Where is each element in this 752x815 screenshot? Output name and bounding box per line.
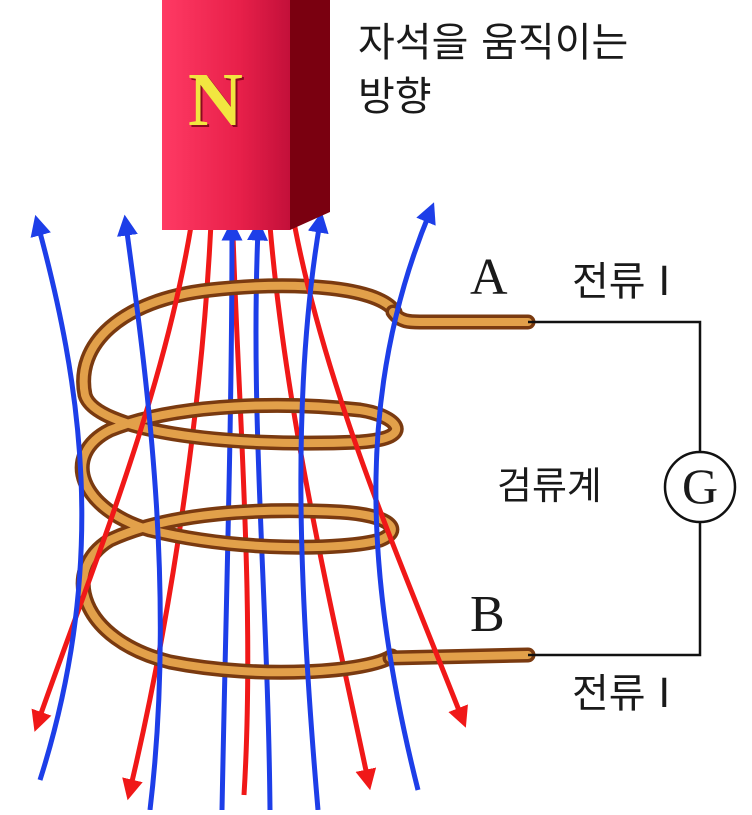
field-line-red	[31, 199, 198, 732]
field-line-red	[287, 199, 468, 728]
external-circuit	[528, 320, 737, 657]
magnet-pole-label: N	[188, 58, 243, 142]
field-line-blue	[298, 211, 329, 811]
coil-lead-b-highlight	[386, 651, 532, 662]
field-line-blue	[30, 214, 85, 781]
field-line-red	[229, 199, 251, 796]
galvanometer-caption: 검류계	[497, 464, 602, 508]
magnet-side-face	[290, 0, 330, 230]
current-label-bottom: 전류 I	[572, 671, 671, 717]
field-line-blue	[247, 219, 273, 811]
field-line-blue	[117, 214, 163, 811]
motion-direction-caption-line2: 방향	[358, 74, 432, 120]
field-lines-front	[30, 199, 468, 811]
wire-top	[528, 320, 702, 452]
field-line-blue	[373, 202, 436, 791]
terminal-b-label: B	[470, 586, 505, 643]
motion-direction-caption-line1: 자석을 움직이는	[358, 20, 629, 66]
galvanometer-symbol: G	[681, 458, 719, 514]
bar-magnet	[162, 0, 330, 230]
terminal-a-label: A	[470, 249, 508, 306]
field-line-red	[122, 199, 215, 801]
magnet-front-face	[162, 0, 290, 230]
wire-bottom	[528, 522, 702, 657]
current-label-top: 전류 I	[572, 259, 671, 305]
galvanometer-body	[663, 450, 737, 524]
